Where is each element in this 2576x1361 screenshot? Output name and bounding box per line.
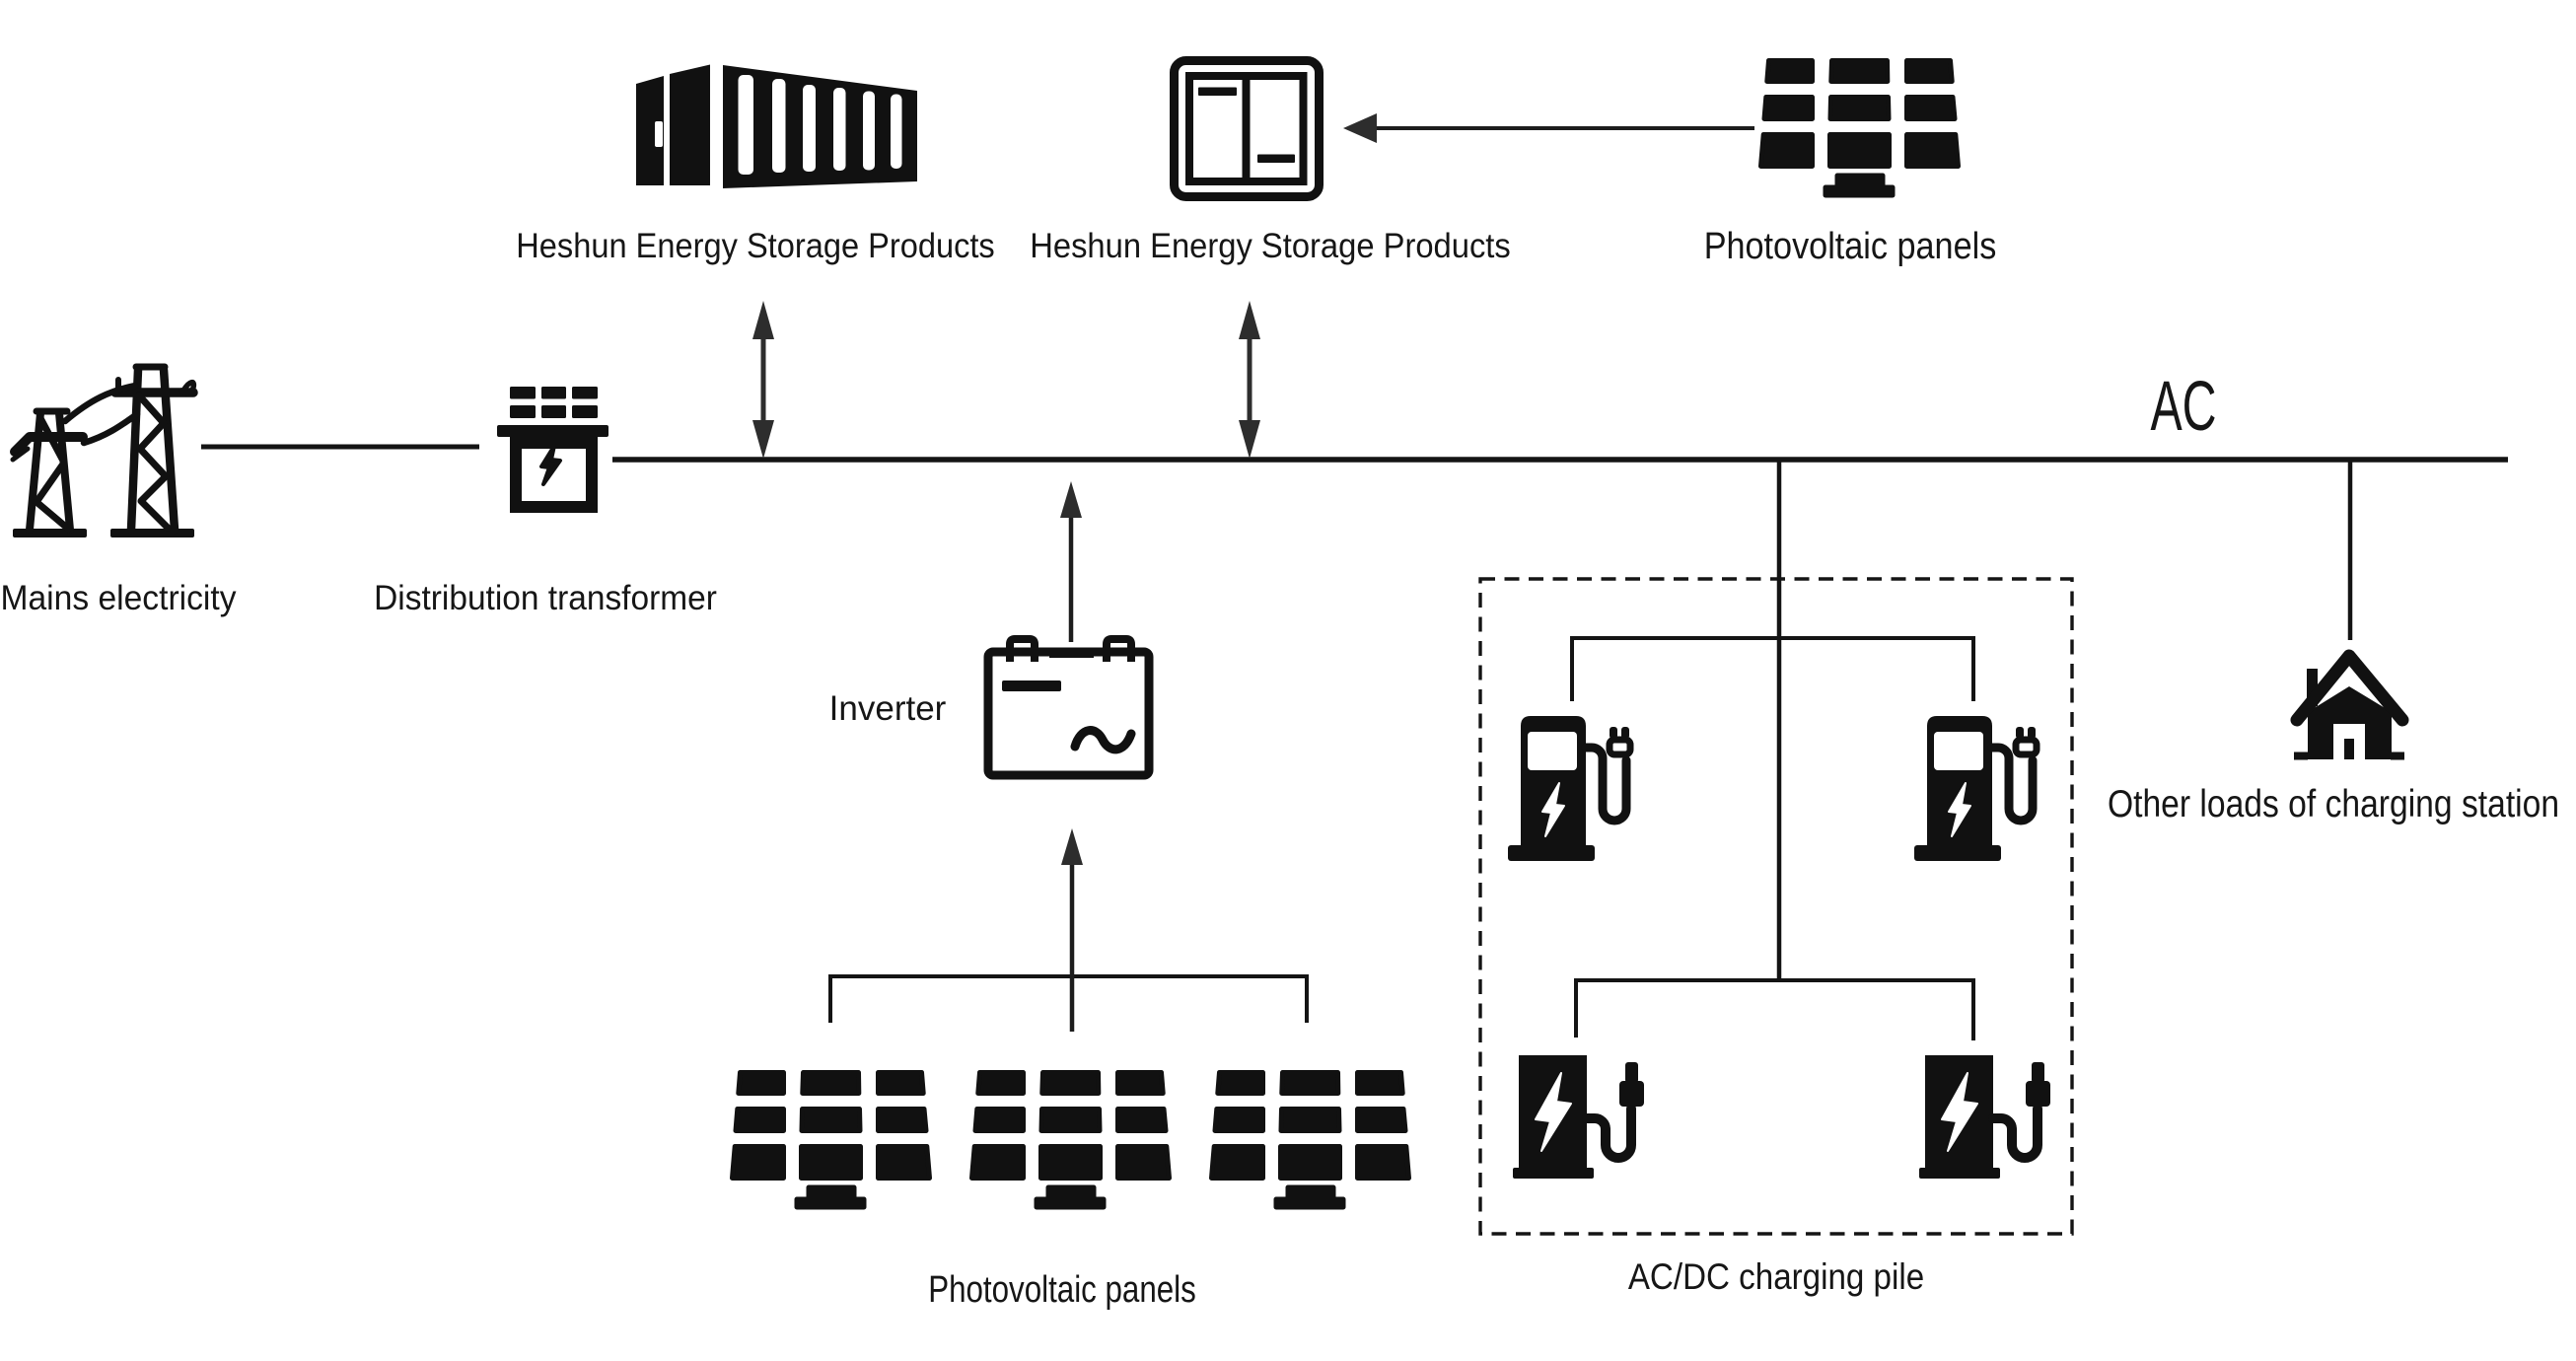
label-storage-cabinet: Heshun Energy Storage Products (1030, 227, 1511, 265)
transformer-icon (497, 387, 608, 513)
solar-panel-icon (972, 1073, 1170, 1208)
label-ac-bus: AC (2150, 368, 2217, 446)
arrow-pvarray-to-inverter (1061, 828, 1083, 1032)
sine-wave-icon (1070, 726, 1136, 754)
label-pv-top: Photovoltaic panels (1703, 226, 1997, 267)
solar-panel-icon (1212, 1073, 1409, 1208)
charger-branch-bottom (1574, 978, 1975, 1040)
ev-charger-pump-icon (1914, 716, 2037, 861)
arrow-inverter-to-bus (1060, 481, 1082, 642)
solar-panel-array-icon (733, 1073, 1409, 1208)
label-transformer: Distribution transformer (374, 579, 717, 617)
double-arrow-container-bus (752, 301, 774, 459)
house-icon (2290, 649, 2409, 760)
transmission-towers-icon (10, 363, 198, 537)
label-charging-pile: AC/DC charging pile (1627, 1256, 1925, 1297)
storage-container-icon (636, 64, 917, 188)
arrows (752, 113, 1754, 1032)
solar-panel-icon (733, 1073, 930, 1208)
inverter-icon (983, 635, 1154, 780)
ev-charger-plug-icon (1513, 1055, 1644, 1179)
label-other-loads: Other loads of charging station (2107, 783, 2560, 825)
ev-charger-plug-icon (1919, 1055, 2050, 1179)
pv-array-bracket (828, 974, 1309, 1023)
ev-charger-pump-icon (1508, 716, 1630, 861)
storage-cabinet-icon (1170, 56, 1324, 201)
lightning-bolt-icon (539, 444, 562, 486)
double-arrow-cabinet-bus (1239, 301, 1260, 459)
label-storage-container: Heshun Energy Storage Products (516, 227, 995, 265)
solar-panel-icon (1761, 61, 1959, 196)
label-inverter: Inverter (828, 689, 947, 728)
connector-lines (201, 444, 2508, 1040)
charger-branch-top (1570, 636, 1975, 701)
arrow-pv-to-cabinet (1343, 113, 1754, 143)
charging-pile-dashed-box (1478, 577, 2074, 1236)
label-mains: Mains electricity (0, 579, 237, 617)
label-pv-bottom: Photovoltaic panels (928, 1269, 1196, 1311)
